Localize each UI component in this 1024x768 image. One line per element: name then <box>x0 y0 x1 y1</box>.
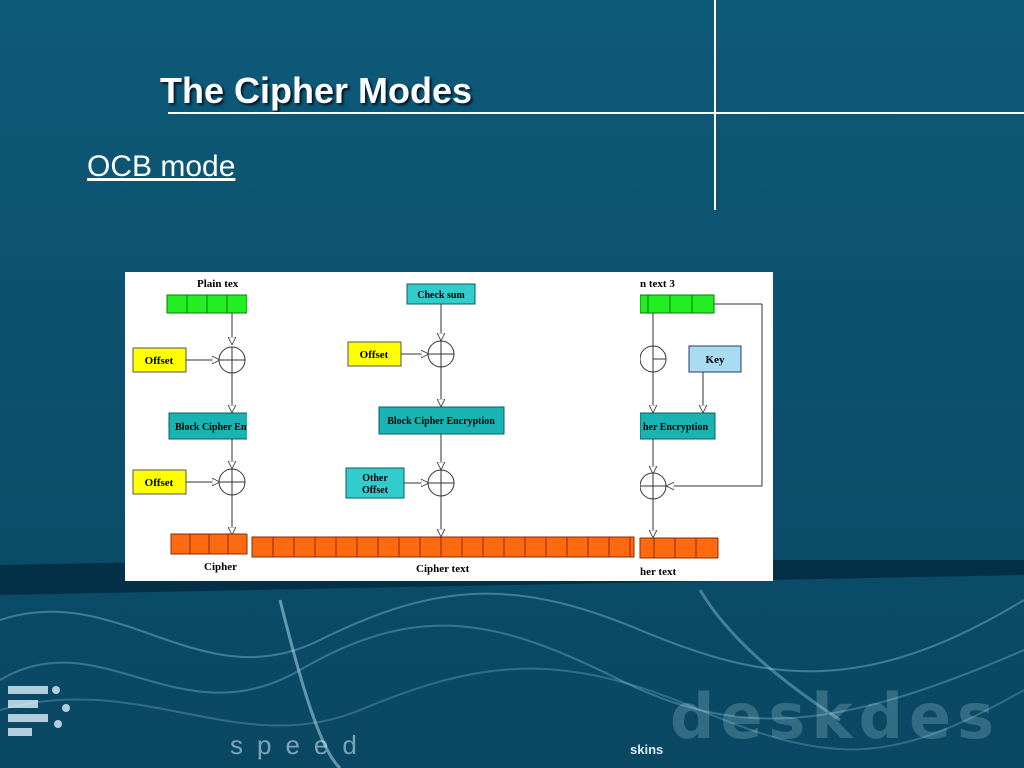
block-cipher-label-center: Block Cipher Encryption <box>387 416 495 427</box>
title-divider <box>168 112 1024 114</box>
cipher-label-left: Cipher <box>204 561 237 573</box>
key-label: Key <box>706 354 725 366</box>
other-offset-label-line2: Offset <box>362 485 389 496</box>
ciphertext-block-right <box>639 537 719 559</box>
block-cipher-box-center <box>378 406 505 435</box>
vertical-divider <box>714 0 716 210</box>
ciphertext-block-left <box>170 533 248 555</box>
ciphertext-block-center <box>251 536 635 558</box>
left-crop-mask <box>247 272 251 534</box>
plaintext-block-left <box>166 294 248 314</box>
block-cipher-label-right: her Encryption <box>643 422 709 433</box>
offset-box-center <box>347 341 402 367</box>
other-offset-label-line1: Other <box>362 473 388 484</box>
background-brand-logo: deskdes <box>670 680 1000 753</box>
plaintext-block-right <box>639 294 715 314</box>
block-cipher-box-left <box>168 412 250 440</box>
cipher-text-label-right: her text <box>640 566 676 578</box>
checksum-label: Check sum <box>417 290 465 301</box>
slide-subtitle: OCB mode <box>87 150 236 183</box>
offset-label-center: Offset <box>360 349 389 361</box>
offset-label-left-2: Offset <box>145 477 174 489</box>
background-speed-text: speed <box>230 730 371 760</box>
plain-text-right-label: n text 3 <box>640 278 675 290</box>
cipher-text-label-center: Cipher text <box>416 563 470 575</box>
right-crop-mask <box>633 272 640 534</box>
background-skins-text: skins <box>630 742 664 757</box>
ocb-diagram: Plain tex Offset Block Cipher En Offset … <box>125 272 773 581</box>
block-cipher-label-left: Block Cipher En <box>175 422 247 433</box>
offset-box-left-1 <box>132 347 187 373</box>
plain-text-left-label: Plain tex <box>197 278 239 290</box>
slide-title: The Cipher Modes <box>160 70 473 111</box>
other-offset-box <box>345 467 405 499</box>
offset-label-left-1: Offset <box>145 355 174 367</box>
key-box <box>688 345 742 373</box>
